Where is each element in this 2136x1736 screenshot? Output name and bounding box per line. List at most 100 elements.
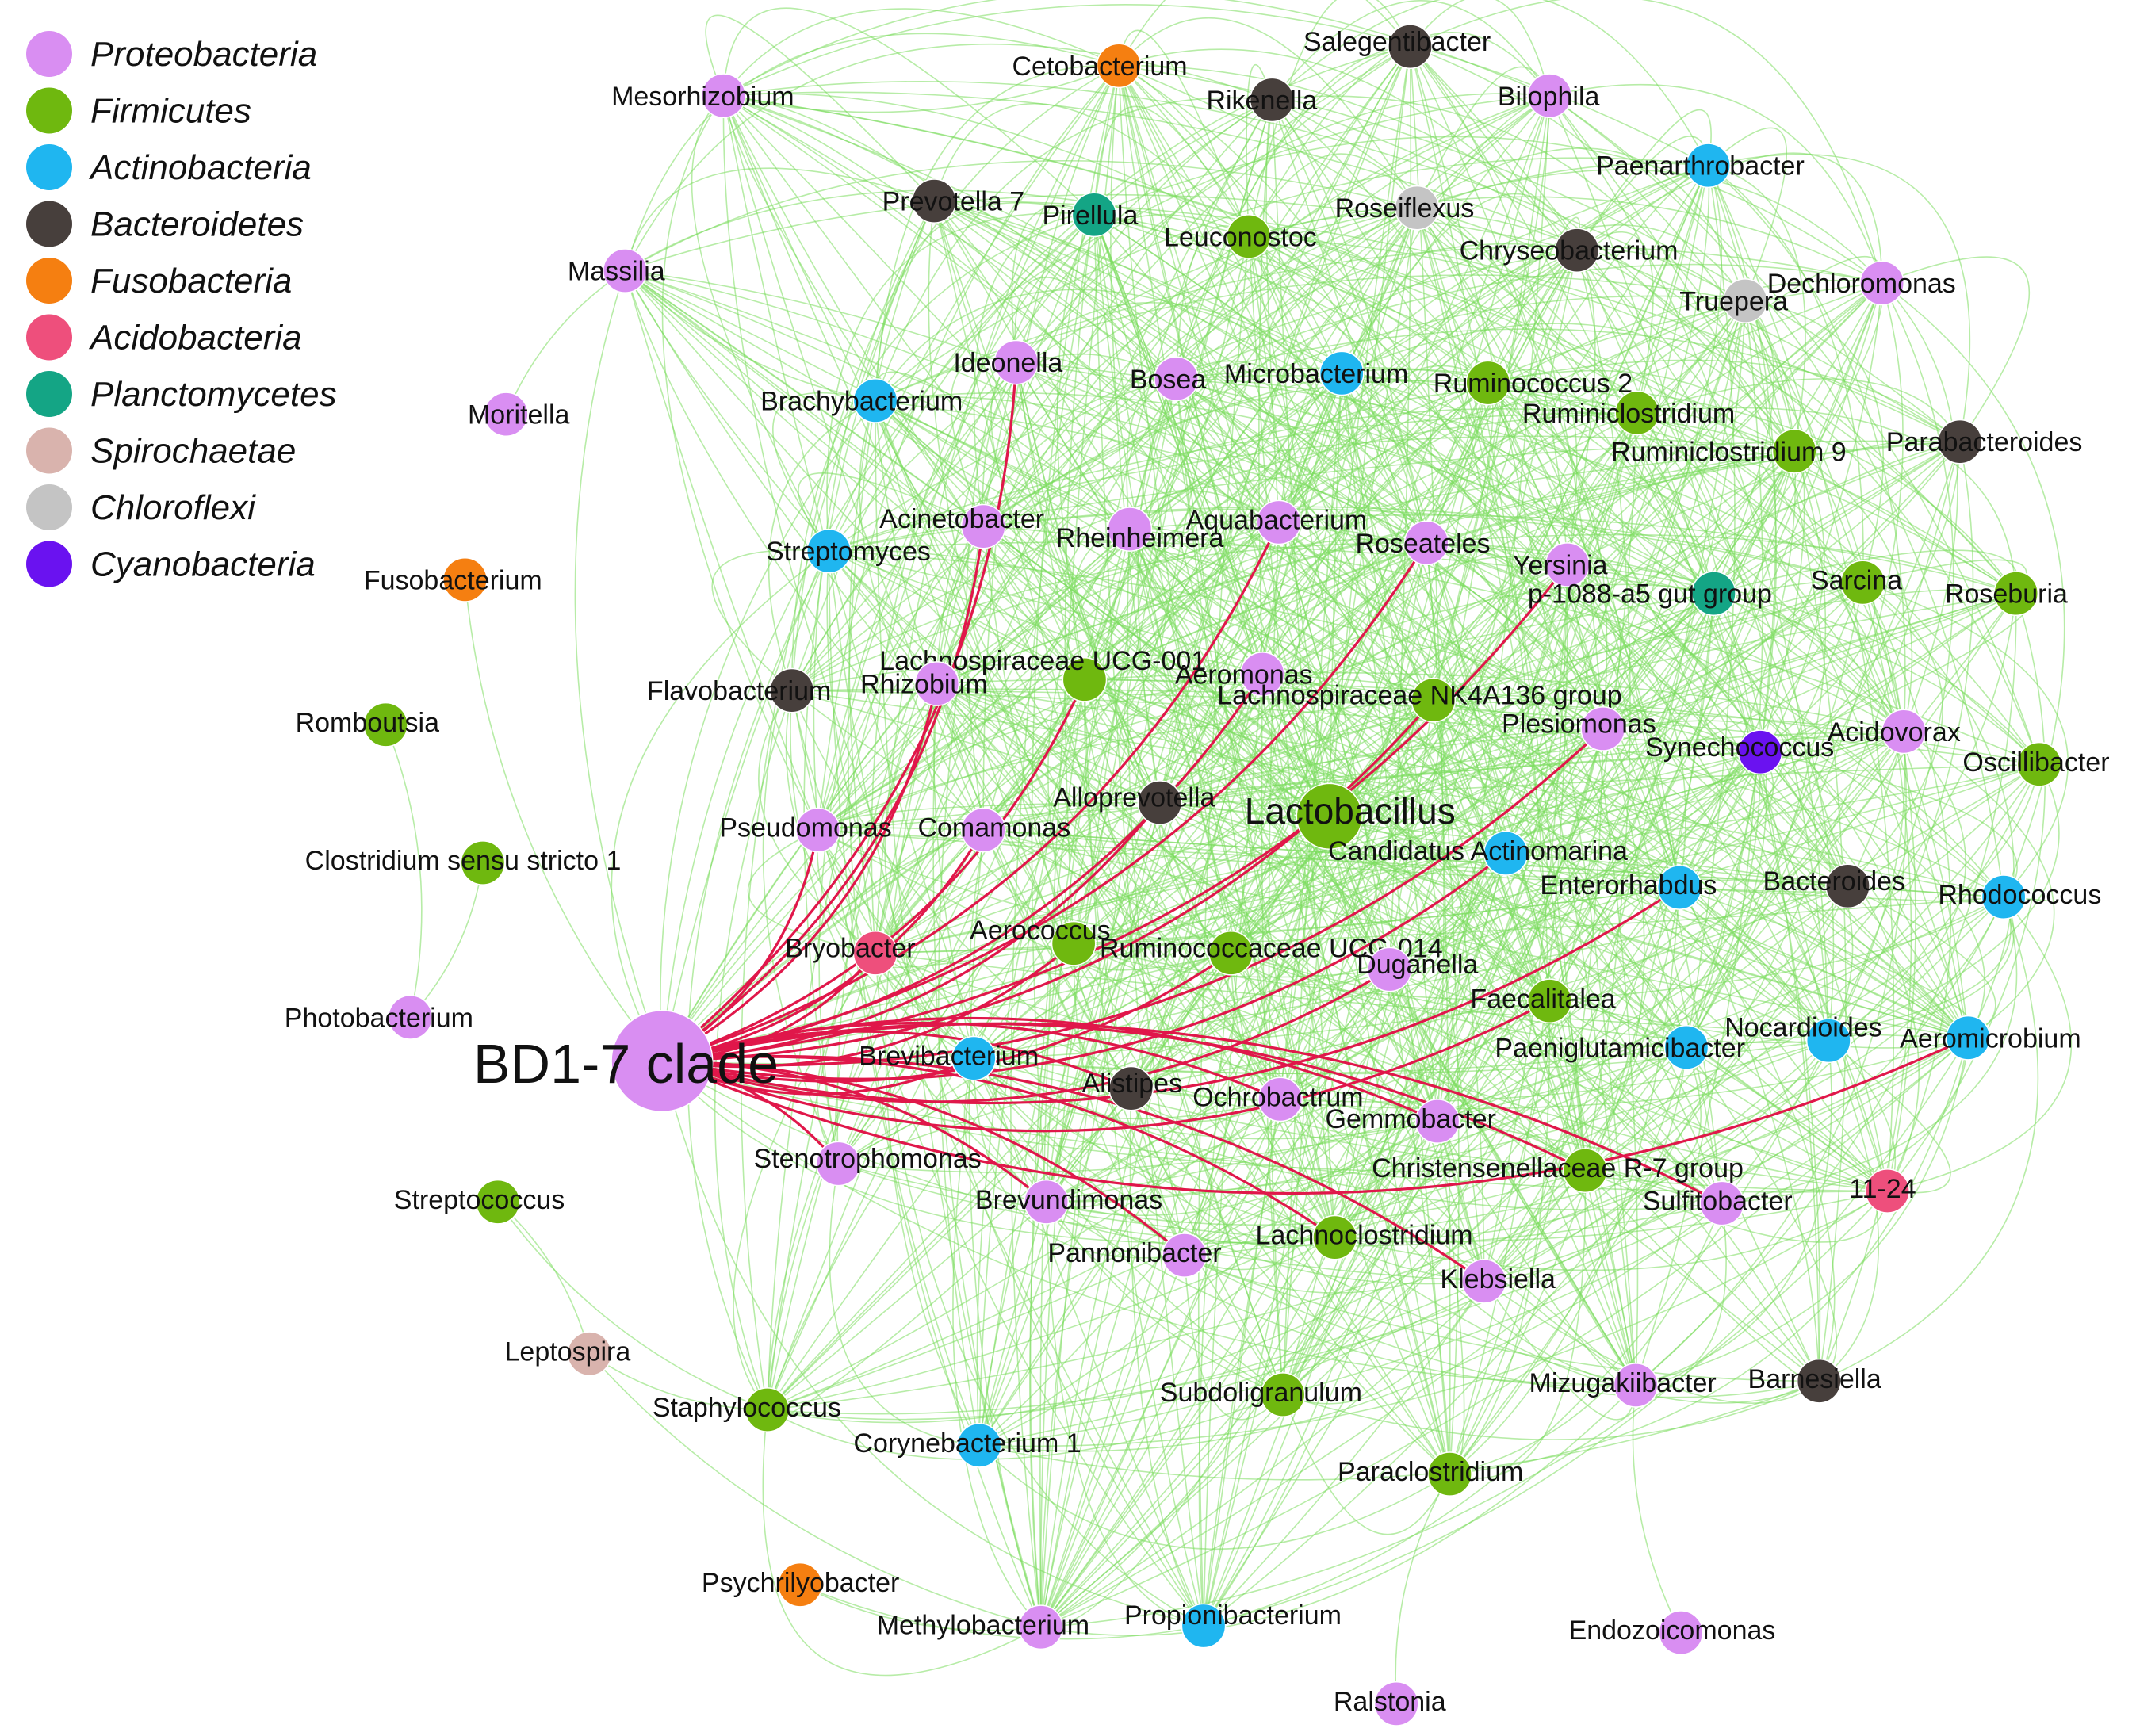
green-edge — [1686, 282, 1904, 1048]
legend-label: Bacteroidetes — [90, 205, 304, 244]
green-edge — [1129, 529, 1485, 1282]
green-edge — [1584, 751, 1761, 1172]
node-label: BD1-7 clade — [473, 1033, 779, 1095]
green-edge — [1282, 593, 2017, 1396]
green-edge — [785, 690, 974, 1059]
green-edge — [1548, 95, 2004, 897]
node-ruminiclostridium-9: Ruminiclostridium 9 — [1611, 428, 1847, 474]
node-circle — [914, 661, 959, 706]
legend-label: Actinobacteria — [88, 148, 312, 187]
node-circle — [602, 248, 648, 293]
red-edge — [661, 1016, 1438, 1122]
node-brevundimonas: Brevundimonas — [975, 1179, 1162, 1225]
node-circle — [1373, 1681, 1419, 1726]
node-aerococcus: Aerococcus — [970, 916, 1111, 966]
green-edge — [1130, 1088, 1335, 1248]
node-ideonella: Ideonella — [953, 339, 1062, 385]
node-microbacterium: Microbacterium — [1224, 350, 1408, 396]
green-edge — [871, 214, 1095, 954]
green-edge — [762, 1409, 1042, 1677]
green-edge — [1437, 728, 1604, 1122]
green-edge — [1272, 95, 1795, 452]
green-edge — [1549, 896, 2004, 1002]
node-label: Ruminiclostridium 9 — [1611, 437, 1847, 467]
node-circle — [993, 339, 1039, 385]
node-label: Psychrilyobacter — [702, 1568, 899, 1598]
node-alistipes: Alistipes — [1081, 1065, 1182, 1111]
green-edge — [1483, 593, 1715, 1282]
node-circle — [1796, 1358, 1842, 1404]
node-label: Bacteroides — [1763, 866, 1906, 897]
green-edge — [1584, 728, 1645, 1172]
node-circle — [611, 1010, 714, 1113]
node-propionibacterium: Propionibacterium — [1124, 1600, 1342, 1649]
green-edge — [1433, 589, 2016, 701]
legend-label: Firmicutes — [90, 92, 251, 131]
green-edge — [1084, 95, 1550, 680]
node-duganella: Duganella — [1357, 946, 1478, 992]
green-edge — [1505, 165, 1710, 854]
green-edge — [1016, 302, 1342, 374]
green-edge — [1433, 699, 1969, 1038]
red-edge — [661, 1060, 1185, 1256]
legend-label: Acidobacteria — [88, 319, 302, 358]
green-edge — [1056, 214, 1095, 680]
node-circle — [1859, 260, 1904, 306]
legend-label: Spirochaetae — [90, 432, 296, 471]
green-edge — [687, 550, 830, 1410]
node-mizugakiibacter: Mizugakiibacter — [1529, 1363, 1717, 1408]
green-edge — [1184, 731, 1904, 1256]
node-label: Yersinia — [1513, 550, 1608, 580]
node-circle — [745, 1387, 790, 1432]
node-circle — [1554, 228, 1600, 273]
green-edge — [1576, 152, 1883, 284]
green-edge — [767, 751, 1761, 1411]
green-edge — [1505, 731, 1904, 855]
green-edge — [829, 1163, 980, 1447]
green-edge — [661, 95, 819, 831]
green-edge — [1410, 0, 1883, 284]
green-edge — [589, 1353, 768, 1411]
green-edge — [1159, 731, 1904, 804]
green-edge — [1818, 897, 2039, 1382]
green-edge — [1203, 674, 1263, 1627]
node-enterorhabdus: Enterorhabdus — [1540, 865, 1717, 910]
green-edge — [1011, 205, 1095, 363]
node-aeromonas: Aeromonas — [1175, 652, 1313, 697]
node-psychrilyobacter: Psychrilyobacter — [702, 1562, 899, 1608]
node-label: Rhodococcus — [1938, 880, 2101, 910]
node-endozoicomonas: Endozoicomonas — [1569, 1610, 1776, 1655]
green-edge — [661, 214, 1095, 1061]
green-edge — [1395, 1474, 1451, 1704]
node-plesiomonas: Plesiomonas — [1502, 706, 1656, 751]
node-staphylococcus: Staphylococcus — [653, 1387, 841, 1432]
node-circle — [1562, 1148, 1608, 1193]
green-edge — [1409, 0, 1551, 96]
green-edge — [817, 450, 1795, 831]
node-sarcina: Sarcina — [1811, 560, 1902, 606]
red-edge — [661, 1000, 1551, 1133]
green-edge — [464, 579, 663, 1062]
green-edge — [1184, 1255, 1284, 1421]
node-label: Lactobacillus — [1245, 790, 1456, 832]
legend-swatch — [26, 201, 72, 247]
red-edge — [661, 943, 1075, 1069]
green-edge — [973, 582, 1863, 1059]
green-edge — [767, 542, 1427, 1410]
green-edge — [1334, 731, 1904, 1238]
node-label: Endozoicomonas — [1569, 1616, 1776, 1646]
green-edge — [829, 550, 1761, 753]
green-edge — [1184, 751, 1761, 1256]
green-edge — [799, 1584, 1041, 1631]
node-circle — [483, 392, 529, 438]
legend-item-bacteroidetes: Bacteroidetes — [26, 201, 304, 247]
legend-item-actinobacteria: Actinobacteria — [26, 144, 312, 190]
green-edge — [1184, 885, 1849, 1256]
green-edge — [1029, 529, 1131, 1627]
green-edge — [1548, 300, 1746, 1002]
node-circle — [1483, 831, 1529, 876]
node-circle — [852, 378, 898, 423]
node-label: Oscillibacter — [1962, 748, 2109, 778]
node-gemmobacter: Gemmobacter — [1326, 1099, 1496, 1144]
red-edge — [661, 728, 1604, 1067]
